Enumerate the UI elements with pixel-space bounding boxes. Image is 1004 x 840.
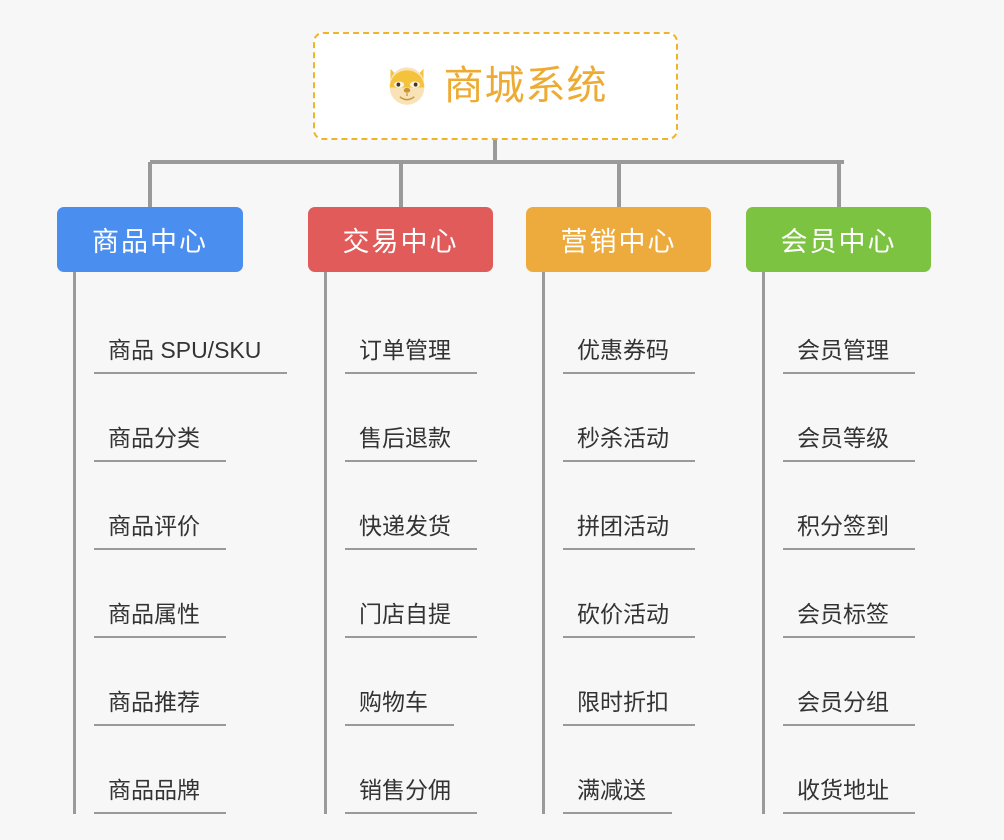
list-item[interactable]: 门店自提 (327, 550, 508, 638)
leaf-label: 销售分佣 (345, 776, 477, 814)
list-item[interactable]: 购物车 (327, 638, 508, 726)
list-item[interactable]: 商品评价 (76, 462, 277, 550)
list-item[interactable]: 秒杀活动 (545, 374, 726, 462)
leaf-label: 门店自提 (345, 600, 477, 638)
list-item[interactable]: 会员等级 (765, 374, 946, 462)
leaf-label: 会员管理 (783, 336, 915, 374)
leaf-label: 商品分类 (94, 424, 226, 462)
list-item[interactable]: 优惠券码 (545, 286, 726, 374)
leaf-label: 商品 SPU/SKU (94, 336, 288, 374)
category-label: 商品中心 (92, 227, 208, 257)
list-item[interactable]: 订单管理 (327, 286, 508, 374)
leaf-label: 商品推荐 (94, 688, 226, 726)
list-item[interactable]: 积分签到 (765, 462, 946, 550)
leaf-label: 优惠券码 (563, 336, 695, 374)
category-label: 营销中心 (560, 227, 677, 257)
leaf-label: 会员等级 (783, 424, 915, 462)
leaf-label: 满减送 (563, 776, 672, 814)
root-node[interactable]: 商城系统 (313, 32, 678, 140)
list-item[interactable]: 快递发货 (327, 462, 508, 550)
column-commodity-center: 商品中心 商品 SPU/SKU 商品分类 商品评价 商品属性 商品推荐 (57, 207, 288, 814)
list-item[interactable]: 商品 SPU/SKU (76, 286, 288, 374)
leaf-label: 拼团活动 (563, 512, 695, 550)
list-item[interactable]: 满减送 (545, 726, 726, 814)
list-item[interactable]: 收货地址 (765, 726, 946, 814)
dog-face-icon (389, 67, 424, 105)
list-item[interactable]: 会员标签 (765, 550, 946, 638)
leaf-label: 限时折扣 (563, 688, 695, 726)
list-item[interactable]: 拼团活动 (545, 462, 726, 550)
list-item[interactable]: 商品属性 (76, 550, 277, 638)
leaf-label: 收货地址 (783, 776, 915, 814)
root-title: 商城系统 (443, 64, 608, 108)
column-member-center: 会员中心 会员管理 会员等级 积分签到 会员标签 会员分组 (746, 207, 946, 814)
category-header-transaction-center[interactable]: 交易中心 (308, 207, 493, 272)
category-header-marketing-center[interactable]: 营销中心 (526, 207, 711, 272)
leaf-label: 订单管理 (345, 336, 477, 374)
leaf-label: 秒杀活动 (563, 424, 695, 462)
category-header-member-center[interactable]: 会员中心 (746, 207, 931, 272)
leaf-label: 商品品牌 (94, 776, 226, 814)
leaf-label: 快递发货 (345, 512, 477, 550)
leaf-list: 会员管理 会员等级 积分签到 会员标签 会员分组 收货地址 (762, 272, 946, 814)
category-label: 会员中心 (780, 227, 897, 257)
column-transaction-center: 交易中心 订单管理 售后退款 快递发货 门店自提 购物车 (308, 207, 508, 814)
leaf-list: 订单管理 售后退款 快递发货 门店自提 购物车 销售分佣 (324, 272, 508, 814)
category-label: 交易中心 (342, 227, 459, 257)
list-item[interactable]: 商品推荐 (76, 638, 277, 726)
leaf-list: 商品 SPU/SKU 商品分类 商品评价 商品属性 商品推荐 商品品牌 (73, 272, 288, 814)
list-item[interactable]: 会员管理 (765, 286, 946, 374)
leaf-label: 售后退款 (345, 424, 477, 462)
column-marketing-center: 营销中心 优惠券码 秒杀活动 拼团活动 砍价活动 限时折扣 (526, 207, 726, 814)
leaf-label: 商品评价 (94, 512, 226, 550)
leaf-label: 会员分组 (783, 688, 915, 726)
leaf-label: 积分签到 (783, 512, 915, 550)
leaf-list: 优惠券码 秒杀活动 拼团活动 砍价活动 限时折扣 满减送 (542, 272, 726, 814)
list-item[interactable]: 销售分佣 (327, 726, 508, 814)
list-item[interactable]: 售后退款 (327, 374, 508, 462)
leaf-label: 购物车 (345, 688, 454, 726)
list-item[interactable]: 砍价活动 (545, 550, 726, 638)
leaf-label: 会员标签 (783, 600, 915, 638)
category-header-commodity-center[interactable]: 商品中心 (57, 207, 243, 272)
leaf-label: 商品属性 (94, 600, 226, 638)
list-item[interactable]: 商品分类 (76, 374, 277, 462)
list-item[interactable]: 会员分组 (765, 638, 946, 726)
list-item[interactable]: 商品品牌 (76, 726, 277, 814)
list-item[interactable]: 限时折扣 (545, 638, 726, 726)
leaf-label: 砍价活动 (563, 600, 695, 638)
